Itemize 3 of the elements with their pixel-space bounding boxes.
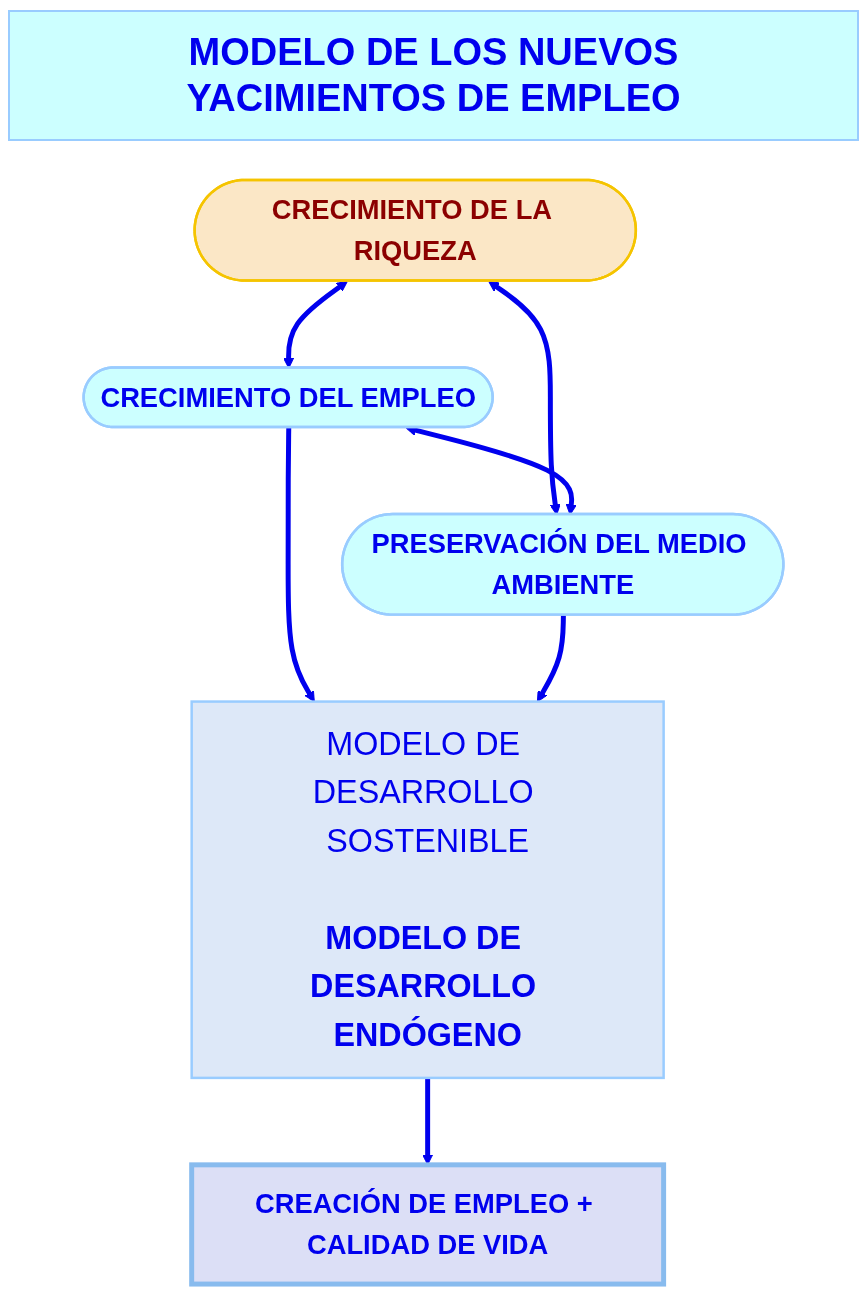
title-banner: MODELO DE LOS NUEVOS YACIMIENTOS DE EMPLEO <box>8 10 859 142</box>
node-box: CREACIÓN DE EMPLEO + CALIDAD DE VIDA <box>189 1162 667 1287</box>
node-box: MODELO DE DESARROLLO SOSTENIBLE MODELO DE DESARROLLO ENDÓGENO <box>190 700 665 1080</box>
